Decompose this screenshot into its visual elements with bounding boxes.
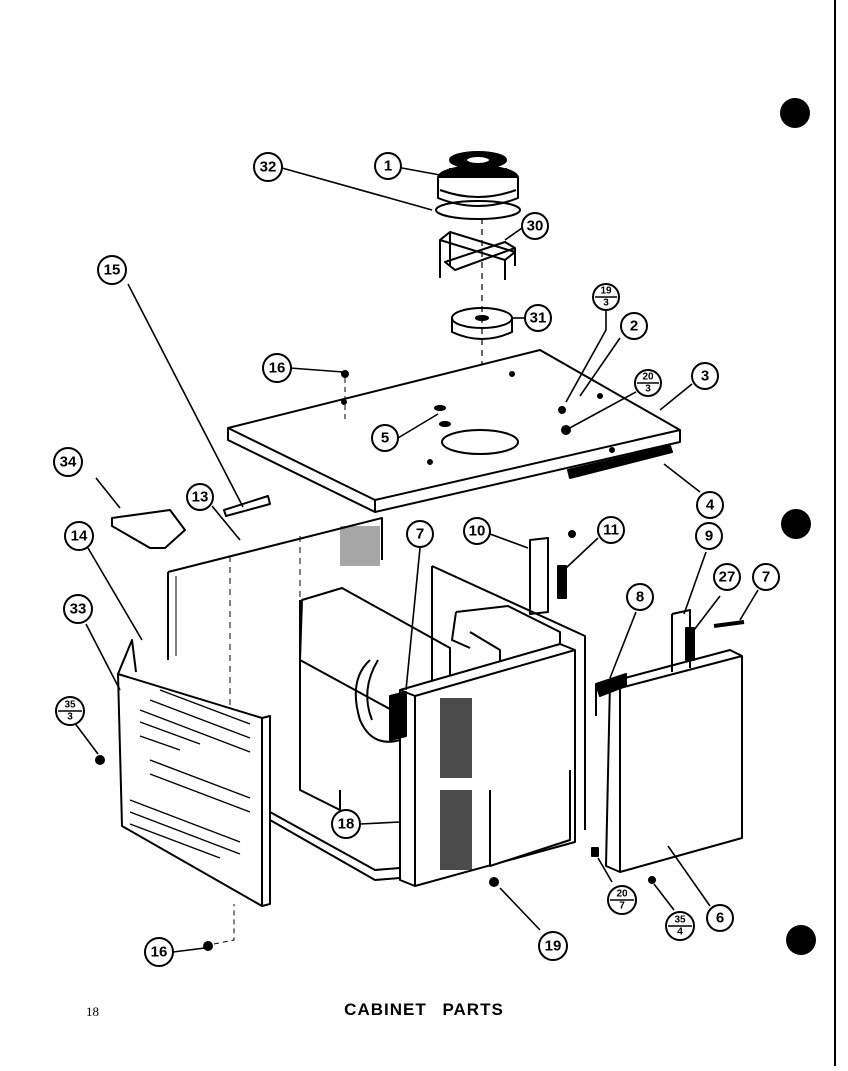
front-louver-panel — [389, 643, 576, 887]
rear-grille — [117, 639, 271, 907]
binder-hole-bottom — [786, 925, 816, 955]
top-strip — [223, 495, 271, 517]
fraction-callout-35-3: 35 3 — [55, 696, 85, 726]
fraction-callout-group: 19 3 20 3 35 3 20 7 35 4 — [55, 283, 695, 941]
callout-7-center: 7 — [406, 520, 434, 548]
callout-1: 1 — [374, 152, 402, 180]
callout-label: 10 — [469, 523, 486, 540]
callout-32: 32 — [253, 152, 283, 182]
screw-35-3 — [95, 755, 105, 765]
leader-lines — [73, 167, 759, 953]
callout-15: 15 — [97, 255, 127, 285]
callout-label: 16 — [151, 944, 168, 961]
callout-30: 30 — [521, 212, 549, 240]
fraction-bottom: 3 — [67, 712, 73, 723]
callout-label: 7 — [416, 526, 424, 543]
callout-label: 4 — [706, 497, 715, 514]
fraction-callout-20-7: 20 7 — [607, 885, 637, 915]
screw-20-7 — [591, 847, 599, 857]
callout-label: 16 — [269, 360, 286, 377]
fraction-top: 20 — [616, 889, 628, 900]
right-side-panel — [529, 537, 745, 873]
screw-16-bottom — [203, 941, 213, 951]
screw-35-4 — [648, 876, 656, 884]
callout-8: 8 — [626, 583, 654, 611]
callout-group: 32 1 30 31 15 2 16 3 5 34 13 4 7 10 11 9… — [53, 152, 780, 967]
fraction-callout-20-3: 20 3 — [634, 369, 662, 397]
callout-5: 5 — [371, 424, 399, 452]
pulley-assembly — [435, 151, 521, 220]
callout-27: 27 — [713, 563, 741, 591]
top-panel — [227, 349, 681, 513]
fan-bracket — [439, 231, 516, 280]
binder-hole-top — [780, 98, 810, 128]
callout-label: 6 — [716, 910, 724, 927]
drain-tray — [111, 509, 186, 549]
callout-31: 31 — [524, 304, 552, 332]
fraction-callout-19-3: 19 3 — [592, 283, 620, 311]
fraction-bottom: 4 — [677, 927, 683, 938]
screw-16-top — [341, 370, 349, 378]
page-number: 18 — [86, 1004, 99, 1019]
callout-10: 10 — [463, 517, 491, 545]
callout-label: 18 — [338, 816, 355, 833]
callout-label: 15 — [104, 262, 121, 279]
binder-hole-middle — [781, 509, 811, 539]
callout-34: 34 — [53, 447, 83, 477]
callout-label: 9 — [705, 528, 713, 545]
callout-label: 32 — [260, 159, 277, 176]
callout-label: 33 — [70, 601, 87, 618]
callout-13: 13 — [186, 483, 214, 511]
callout-label: 7 — [762, 569, 770, 586]
callout-4: 4 — [696, 491, 724, 519]
callout-label: 3 — [701, 368, 709, 385]
callout-14: 14 — [64, 521, 94, 551]
callout-33: 33 — [63, 594, 93, 624]
fraction-top: 20 — [642, 372, 654, 383]
fraction-bottom: 7 — [619, 901, 625, 912]
callout-16-bottom: 16 — [144, 937, 174, 967]
callout-3: 3 — [691, 362, 719, 390]
callout-label: 2 — [630, 318, 638, 335]
callout-label: 30 — [527, 218, 544, 235]
fraction-bottom: 3 — [603, 298, 609, 309]
callout-19: 19 — [538, 931, 568, 961]
fraction-bottom: 3 — [645, 384, 651, 395]
fraction-callout-35-4: 35 4 — [665, 911, 695, 941]
drip-rail — [567, 445, 673, 479]
callout-label: 14 — [71, 528, 88, 545]
callout-6: 6 — [706, 904, 734, 932]
callout-11: 11 — [597, 516, 625, 544]
fraction-top: 35 — [674, 915, 686, 926]
fraction-top: 19 — [600, 286, 612, 297]
callout-label: 31 — [530, 310, 547, 327]
screw-10 — [568, 530, 576, 538]
callout-16-top: 16 — [262, 353, 292, 383]
screw-19-3 — [558, 406, 566, 414]
fan-hub — [451, 307, 513, 340]
callout-label: 1 — [384, 158, 392, 175]
screw-19 — [489, 877, 499, 887]
fraction-top: 35 — [64, 700, 76, 711]
callout-label: 11 — [603, 522, 619, 539]
callout-label: 34 — [60, 454, 77, 471]
callout-label: 13 — [192, 489, 209, 506]
diagram-caption: CABINET PARTS — [344, 1000, 504, 1019]
callout-9: 9 — [695, 522, 723, 550]
callout-label: 5 — [381, 430, 389, 447]
callout-label: 27 — [719, 569, 736, 586]
callout-18: 18 — [331, 809, 361, 839]
callout-7-right: 7 — [752, 563, 780, 591]
callout-label: 8 — [636, 589, 644, 606]
callout-label: 19 — [545, 938, 562, 955]
callout-2: 2 — [620, 312, 648, 340]
center-partition — [431, 565, 586, 830]
